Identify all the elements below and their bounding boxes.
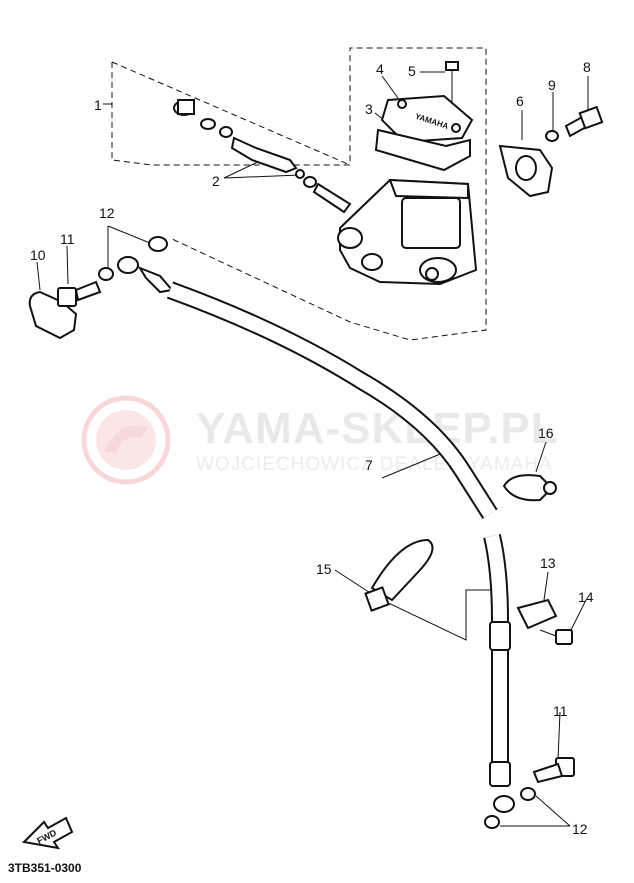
callout-9: 9 bbox=[548, 77, 556, 93]
callout-14: 14 bbox=[578, 589, 594, 605]
callout-2: 2 bbox=[212, 173, 220, 189]
copper-washer-12b bbox=[148, 236, 168, 252]
callout-1: 1 bbox=[94, 97, 102, 113]
brake-hose bbox=[117, 256, 515, 813]
watermark-logo bbox=[81, 395, 171, 485]
copper-washer-12d bbox=[484, 815, 500, 829]
callout-5: 5 bbox=[408, 63, 416, 79]
fwd-arrow-icon: FWD bbox=[21, 816, 74, 850]
callout-11: 11 bbox=[60, 231, 75, 247]
reservoir-cover: YAMAHA bbox=[380, 94, 474, 144]
assembly-outline bbox=[111, 47, 487, 341]
holder-bracket bbox=[498, 144, 554, 198]
copper-washer-12a bbox=[98, 267, 114, 281]
hose-clamp-16 bbox=[502, 474, 557, 502]
watermark: YAMA-SKLEP.PL WOJCIECHOWICZ DEALER YAMAH… bbox=[81, 395, 559, 485]
callout-12-lower: 12 bbox=[572, 821, 588, 837]
callout-10: 10 bbox=[30, 247, 46, 263]
hose-guide-15 bbox=[364, 538, 434, 612]
clamp-13 bbox=[516, 598, 558, 630]
union-bolt-11-lower bbox=[532, 757, 575, 784]
diaphragm bbox=[374, 128, 471, 172]
piston-kit bbox=[173, 99, 352, 214]
callout-6: 6 bbox=[516, 93, 524, 109]
callout-15: 15 bbox=[316, 561, 332, 577]
callout-11-lower: 11 bbox=[553, 703, 568, 719]
callout-3: 3 bbox=[365, 101, 373, 117]
copper-washer-12c bbox=[520, 787, 536, 801]
banjo-fitting-10 bbox=[28, 290, 78, 340]
callout-numbers: 1 2 3 4 5 6 7 8 9 10 11 12 13 14 15 16 1… bbox=[30, 59, 594, 837]
callout-13: 13 bbox=[540, 555, 556, 571]
diagram-code: 3TB351-0300 bbox=[8, 861, 82, 875]
washer-9 bbox=[545, 130, 559, 142]
bolt-8 bbox=[564, 105, 604, 138]
screw bbox=[445, 61, 459, 102]
union-bolt-11 bbox=[57, 280, 102, 307]
callout-8: 8 bbox=[583, 59, 591, 75]
master-cylinder-body bbox=[337, 178, 478, 286]
watermark-subtitle: WOJCIECHOWICZ DEALER YAMAHA bbox=[196, 454, 553, 475]
callout-12: 12 bbox=[99, 205, 115, 221]
callout-7: 7 bbox=[365, 457, 373, 473]
leader-lines bbox=[36, 71, 589, 827]
watermark-title: YAMA-SKLEP.PL bbox=[196, 404, 559, 453]
bolt-14 bbox=[539, 629, 573, 645]
callout-4: 4 bbox=[376, 61, 384, 77]
callout-16: 16 bbox=[538, 425, 554, 441]
